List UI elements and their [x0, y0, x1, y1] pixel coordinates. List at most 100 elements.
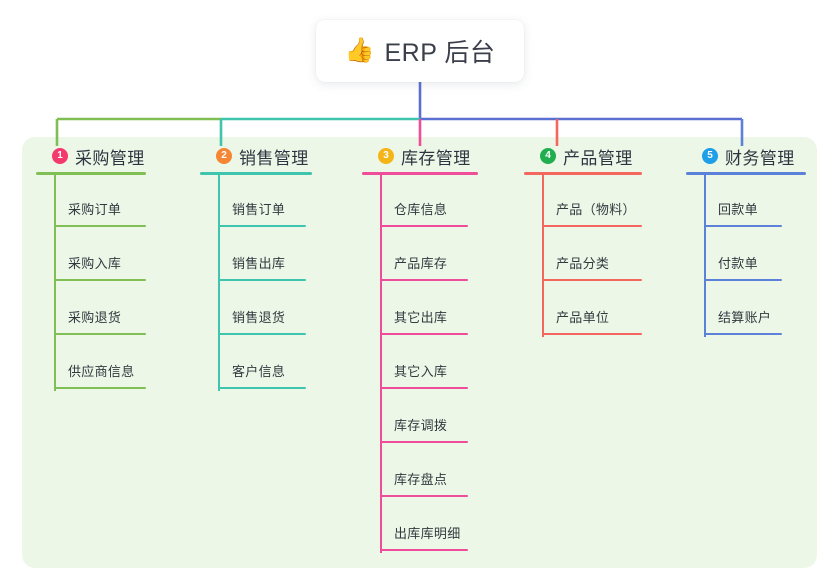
branch-item[interactable]: 结算账户: [704, 283, 806, 337]
branch-item-rule: [380, 387, 468, 389]
branch-header-4[interactable]: 4 产品管理: [524, 145, 642, 168]
branch-item-rule: [380, 441, 468, 443]
branch-item-rule: [380, 495, 468, 497]
branch-item-rule: [218, 333, 306, 335]
branch-header-rule: [524, 172, 642, 175]
branch-spine: [380, 175, 382, 553]
branch-item-list: 产品（物料） 产品分类产品单位: [524, 175, 642, 337]
root-node[interactable]: 👍 ERP 后台: [316, 20, 524, 82]
branch-item[interactable]: 出库库明细: [380, 499, 478, 553]
branch-item-rule: [54, 225, 146, 227]
branch-item[interactable]: 其它入库: [380, 337, 478, 391]
branch-item[interactable]: 产品（物料）: [542, 175, 642, 229]
branch-header-rule: [686, 172, 806, 175]
branch-header-3[interactable]: 3 库存管理: [362, 145, 478, 168]
branch-item[interactable]: 采购退货: [54, 283, 146, 337]
branch-title: 采购管理: [75, 148, 145, 168]
branch-spine: [542, 175, 544, 337]
root-title: ERP 后台: [384, 39, 496, 67]
branch-spine: [218, 175, 220, 391]
branch-item-rule: [704, 333, 782, 335]
branch-item-rule: [218, 279, 306, 281]
branch-item[interactable]: 产品分类: [542, 229, 642, 283]
branch-item-rule: [704, 225, 782, 227]
branch-item-list: 回款单付款单结算账户: [686, 175, 806, 337]
branch-item-rule: [54, 387, 146, 389]
branch-item-label: 产品库存: [394, 256, 448, 271]
branch-header-rule: [362, 172, 478, 175]
branch-item[interactable]: 销售退货: [218, 283, 312, 337]
branch-item-label: 结算账户: [718, 310, 772, 325]
branch-header-5[interactable]: 5 财务管理: [686, 145, 806, 168]
branch-item-label: 产品（物料）: [556, 202, 636, 217]
branch-number-badge: 3: [378, 148, 394, 164]
branch-item-label: 销售订单: [232, 202, 286, 217]
branch-number-badge: 1: [52, 148, 68, 164]
branch-column-4: 4 产品管理产品（物料） 产品分类产品单位: [524, 145, 642, 337]
branch-item[interactable]: 产品库存: [380, 229, 478, 283]
branch-number-badge: 4: [540, 148, 556, 164]
branch-item[interactable]: 回款单: [704, 175, 806, 229]
branch-header-rule: [36, 172, 146, 175]
branch-number-badge: 5: [702, 148, 718, 164]
branch-item-label: 付款单: [718, 256, 758, 271]
branch-item[interactable]: 其它出库: [380, 283, 478, 337]
branch-spine: [704, 175, 706, 337]
branch-item-label: 库存盘点: [394, 472, 448, 487]
thumbs-up-icon: 👍: [344, 37, 375, 64]
branch-title: 产品管理: [563, 148, 633, 168]
branch-item[interactable]: 库存盘点: [380, 445, 478, 499]
branch-item-label: 其它入库: [394, 364, 448, 379]
branch-item-label: 销售出库: [232, 256, 286, 271]
branch-spine: [54, 175, 56, 391]
branch-item-label: 库存调拨: [394, 418, 448, 433]
branch-item-list: 销售订单销售出库销售退货客户信息: [200, 175, 312, 391]
branch-item-label: 仓库信息: [394, 202, 448, 217]
branch-item[interactable]: 库存调拨: [380, 391, 478, 445]
branch-number-badge: 2: [216, 148, 232, 164]
branch-item-rule: [704, 279, 782, 281]
branch-item-label: 客户信息: [232, 364, 286, 379]
branch-title: 财务管理: [725, 148, 795, 168]
branch-item-rule: [380, 333, 468, 335]
branch-item-list: 仓库信息产品库存其它出库其它入库库存调拨库存盘点出库库明细: [362, 175, 478, 553]
branch-column-1: 1 采购管理采购订单采购入库采购退货供应商信息: [36, 145, 146, 391]
branch-header-2[interactable]: 2 销售管理: [200, 145, 312, 168]
branch-item-list: 采购订单采购入库采购退货供应商信息: [36, 175, 146, 391]
branch-item-label: 供应商信息: [68, 364, 135, 379]
branch-item-rule: [218, 387, 306, 389]
branch-item-label: 产品单位: [556, 310, 610, 325]
branch-item-label: 采购退货: [68, 310, 122, 325]
branch-item-label: 销售退货: [232, 310, 286, 325]
branch-item-label: 采购订单: [68, 202, 122, 217]
branch-item[interactable]: 销售订单: [218, 175, 312, 229]
branch-item[interactable]: 采购订单: [54, 175, 146, 229]
branch-item-rule: [380, 279, 468, 281]
branch-item-rule: [54, 279, 146, 281]
branch-item[interactable]: 付款单: [704, 229, 806, 283]
branch-title: 销售管理: [239, 148, 309, 168]
branch-item-rule: [542, 225, 642, 227]
branch-item-label: 出库库明细: [394, 526, 461, 541]
branch-header-1[interactable]: 1 采购管理: [36, 145, 146, 168]
branch-item-label: 产品分类: [556, 256, 610, 271]
branch-item[interactable]: 产品单位: [542, 283, 642, 337]
branch-item-rule: [54, 333, 146, 335]
branch-item-label: 其它出库: [394, 310, 448, 325]
branch-item-rule: [542, 279, 642, 281]
branch-item[interactable]: 销售出库: [218, 229, 312, 283]
branch-column-2: 2 销售管理销售订单销售出库销售退货客户信息: [200, 145, 312, 391]
branch-column-3: 3 库存管理仓库信息产品库存其它出库其它入库库存调拨库存盘点出库库明细: [362, 145, 478, 553]
branch-item-label: 采购入库: [68, 256, 122, 271]
branch-item[interactable]: 采购入库: [54, 229, 146, 283]
branch-item-rule: [380, 225, 468, 227]
branch-item-rule: [542, 333, 642, 335]
branch-item[interactable]: 供应商信息: [54, 337, 146, 391]
branch-item[interactable]: 仓库信息: [380, 175, 478, 229]
branch-item-rule: [218, 225, 306, 227]
branch-item-rule: [380, 549, 468, 551]
branch-column-5: 5 财务管理回款单付款单结算账户: [686, 145, 806, 337]
branch-title: 库存管理: [401, 148, 471, 168]
branch-item[interactable]: 客户信息: [218, 337, 312, 391]
